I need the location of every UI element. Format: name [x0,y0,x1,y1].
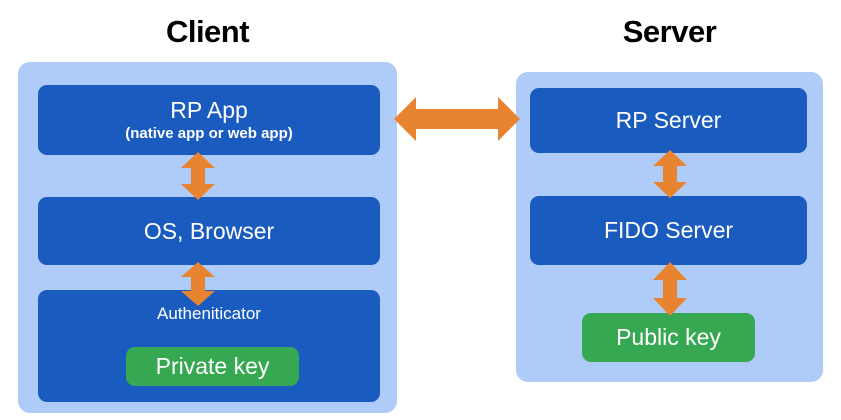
double-arrow-vertical-icon-rpserver-fidoserver [653,150,687,198]
block-rp-app-label: RP App [170,97,248,123]
block-fido-server-label: FIDO Server [603,217,734,243]
client-section-title: Client [165,14,250,49]
public-key-chip[interactable]: Public key [582,313,755,362]
block-os-browser[interactable]: OS, Browser [38,197,380,265]
block-rp-server[interactable]: RP Server [530,88,807,153]
private-key-chip[interactable]: Private key [126,347,299,386]
double-arrow-vertical-icon-fidoserver-publickey [653,262,687,316]
double-arrow-vertical-icon-osbrowser-authenticator [181,262,215,306]
block-rp-app[interactable]: RP App (native app or web app) [38,85,380,155]
double-arrow-horizontal-icon-client-server [394,95,520,143]
block-fido-server[interactable]: FIDO Server [530,196,807,265]
block-rp-app-sublabel: (native app or web app) [125,125,293,142]
server-section-title: Server [622,14,717,49]
block-rp-server-label: RP Server [615,107,722,133]
block-os-browser-label: OS, Browser [143,217,275,244]
double-arrow-vertical-icon-rpapp-osbrowser [181,152,215,200]
block-authenticator-label: Autheniticator [157,304,261,323]
